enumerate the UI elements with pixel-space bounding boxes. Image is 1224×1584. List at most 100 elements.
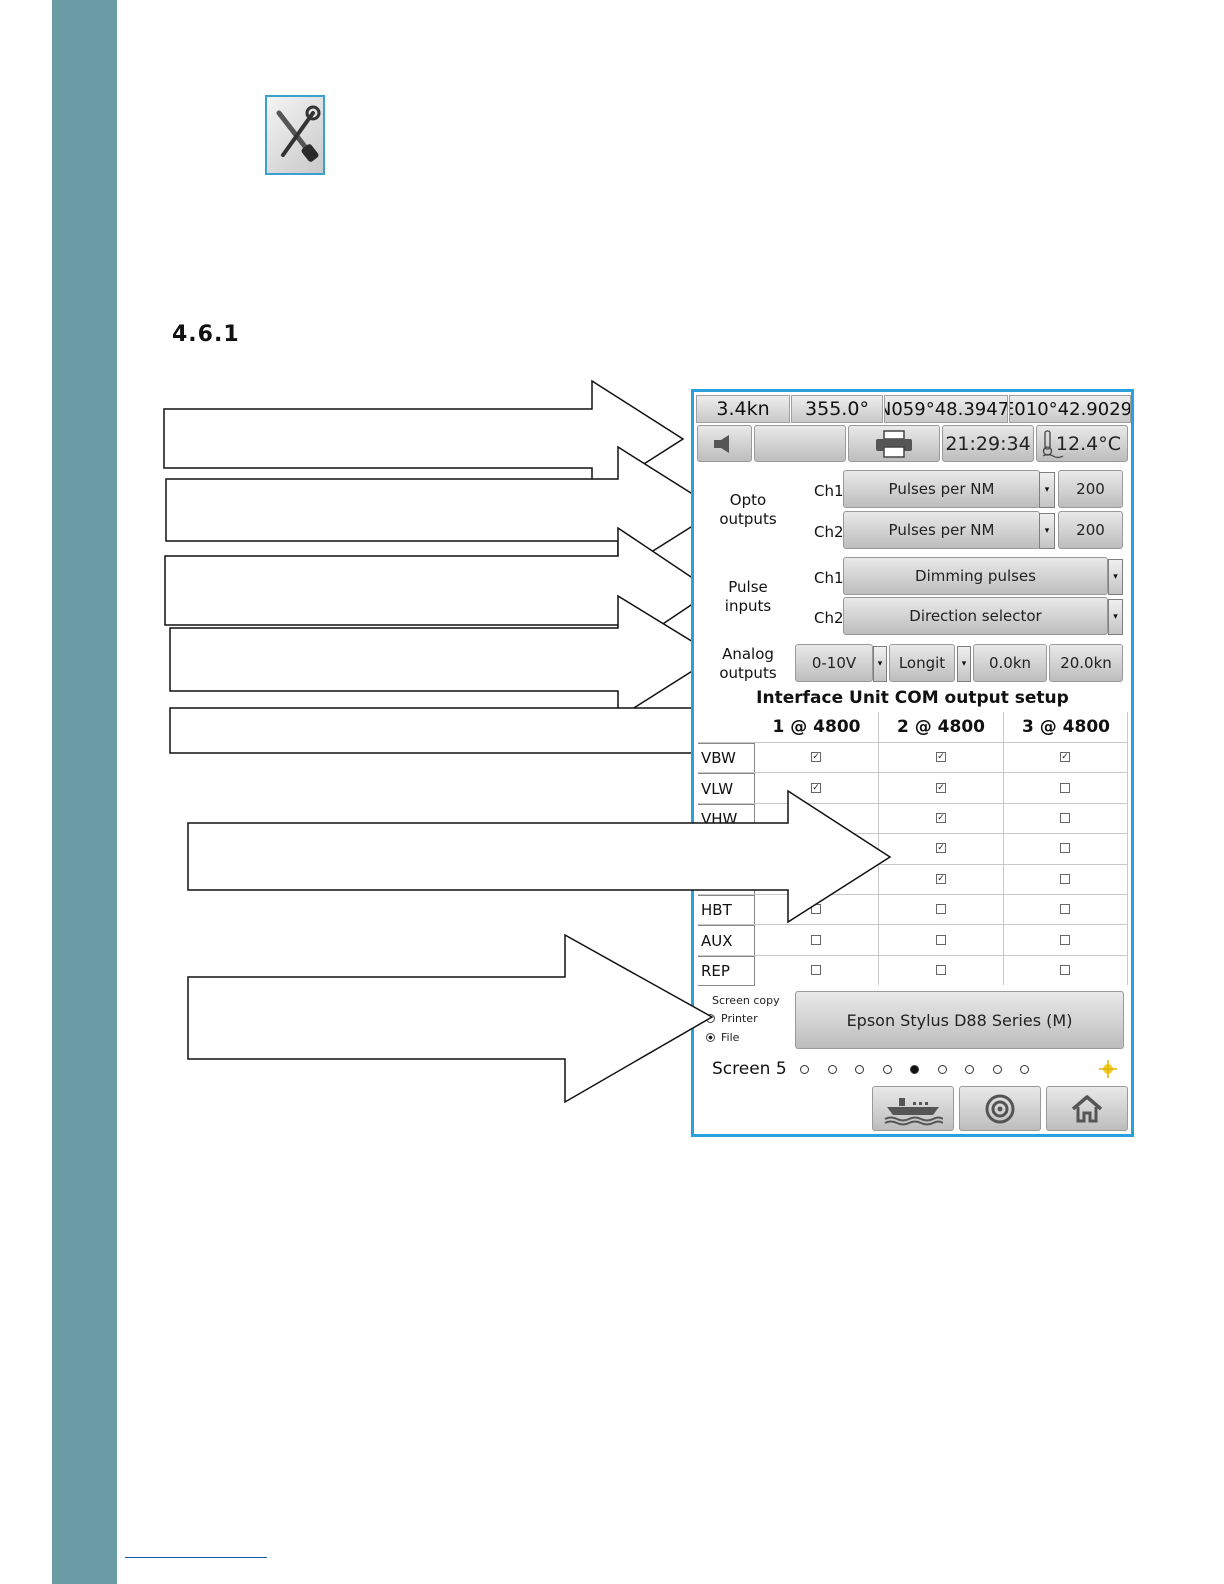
opto-ch2-label: Ch2: [814, 523, 844, 541]
analog-range-dropdown-arrow[interactable]: ▾: [873, 646, 887, 682]
output-checkbox[interactable]: [1060, 843, 1070, 854]
output-checkbox[interactable]: ✓: [936, 812, 946, 823]
clock-display: 21:29:34: [942, 425, 1034, 462]
home-icon: [1071, 1094, 1103, 1122]
output-checkbox[interactable]: [936, 934, 946, 945]
output-checkbox[interactable]: [1060, 873, 1070, 884]
output-checkbox[interactable]: [936, 904, 946, 915]
output-checkbox[interactable]: ✓: [936, 752, 946, 763]
home-button[interactable]: [1046, 1086, 1128, 1131]
opto-outputs-label: Opto outputs: [719, 491, 777, 528]
callout-arrow-pulse: [164, 526, 714, 656]
output-checkbox[interactable]: [1060, 812, 1070, 823]
screen-copy-label: Screen copy: [712, 994, 780, 1007]
temperature-value: 12.4°C: [1055, 432, 1121, 455]
analog-max-value[interactable]: 20.0kn: [1049, 644, 1123, 682]
callout-arrow-screencopy: [187, 933, 714, 1104]
pager-dot[interactable]: [855, 1065, 864, 1074]
latitude-readout: N059°48.3947': [884, 395, 1008, 423]
opto-ch2-dropdown-arrow[interactable]: ▾: [1039, 513, 1055, 549]
sentence-label: REP: [698, 955, 755, 987]
pager-dot[interactable]: [800, 1065, 809, 1074]
analog-range-select[interactable]: 0-10V: [795, 644, 873, 682]
output-checkbox[interactable]: ✓: [936, 782, 946, 793]
settings-cycle-icon: [985, 1094, 1015, 1123]
output-checkbox[interactable]: ✓: [811, 752, 821, 763]
com-column-3-header: 3 @ 4800: [1022, 716, 1110, 737]
footer-rule: [125, 1557, 267, 1558]
opto-ch1-dropdown-arrow[interactable]: ▾: [1039, 472, 1055, 508]
output-checkbox[interactable]: [1060, 934, 1070, 945]
table-row: REP: [698, 954, 1128, 987]
device-screen: 3.4kn 355.0° N059°48.3947' E010°42.9029'…: [691, 389, 1134, 1137]
settings-cycle-button[interactable]: [959, 1086, 1041, 1131]
opto-ch1-label: Ch1: [814, 482, 844, 500]
output-checkbox[interactable]: [1060, 964, 1070, 975]
gps-fix-icon: [1099, 1060, 1117, 1078]
output-checkbox[interactable]: [811, 934, 821, 945]
output-checkbox[interactable]: [936, 964, 946, 975]
page-sidebar-band: [52, 0, 117, 1584]
pager-dot[interactable]: [992, 1065, 1002, 1074]
callout-arrow-nmea: [187, 789, 892, 924]
printer-icon: [876, 429, 912, 458]
output-checkbox[interactable]: ✓: [936, 873, 946, 884]
screen-pager-dots: [800, 1065, 1040, 1077]
heading-readout: 355.0°: [791, 395, 883, 423]
pager-dot[interactable]: [937, 1065, 947, 1074]
printer-option-label: Printer: [721, 1012, 758, 1025]
callout-arrow-analog: [169, 594, 718, 720]
vessel-button[interactable]: [872, 1086, 954, 1131]
blank-button[interactable]: [754, 425, 846, 462]
table-row: HBT: [698, 894, 1128, 926]
file-radio[interactable]: [706, 1033, 715, 1042]
mute-button[interactable]: [697, 425, 752, 462]
table-row: VBW✓✓✓: [698, 742, 1128, 774]
analog-axis-dropdown-arrow[interactable]: ▾: [957, 646, 971, 682]
pager-dot[interactable]: [910, 1065, 919, 1074]
pulse-ch2-label: Ch2: [814, 609, 844, 627]
print-button[interactable]: [848, 425, 940, 462]
opto-ch2-value[interactable]: 200: [1058, 511, 1123, 549]
table-row: VLW✓✓: [698, 772, 1128, 804]
pulse-ch1-dropdown-arrow[interactable]: ▾: [1108, 559, 1123, 595]
pager-dot[interactable]: [827, 1065, 837, 1074]
ship-icon: [884, 1097, 943, 1125]
opto-ch1-mode-select[interactable]: Pulses per NM: [843, 470, 1040, 508]
pulse-ch2-mode-select[interactable]: Direction selector: [843, 597, 1108, 635]
longitude-readout: E010°42.9029': [1009, 395, 1131, 423]
pulse-inputs-label: Pulse inputs: [724, 578, 772, 615]
pulse-ch1-mode-select[interactable]: Dimming pulses: [843, 557, 1108, 595]
output-checkbox[interactable]: [811, 964, 821, 975]
pager-dot[interactable]: [965, 1065, 974, 1074]
section-number: 4.6.1: [172, 322, 240, 347]
water-temperature-icon: [1042, 430, 1064, 459]
pulse-ch1-label: Ch1: [814, 569, 844, 587]
pager-dot[interactable]: [1020, 1065, 1029, 1074]
temperature-display: 12.4°C: [1036, 425, 1128, 462]
output-checkbox[interactable]: ✓: [811, 782, 821, 793]
com-column-1-header: 1 @ 4800: [772, 716, 861, 737]
opto-ch2-mode-select[interactable]: Pulses per NM: [843, 511, 1040, 549]
screen-copy-file-option[interactable]: File: [706, 1031, 739, 1044]
pager-dot[interactable]: [882, 1065, 892, 1074]
output-checkbox[interactable]: [1060, 782, 1070, 793]
com-column-2-header: 2 @ 4800: [897, 716, 985, 737]
analog-axis-select[interactable]: Longit: [889, 644, 955, 682]
output-checkbox[interactable]: ✓: [1060, 752, 1070, 763]
output-checkbox[interactable]: ✓: [936, 843, 946, 854]
file-option-label: File: [721, 1031, 740, 1044]
analog-outputs-label: Analog outputs: [719, 645, 777, 682]
output-checkbox[interactable]: [1060, 904, 1070, 915]
pulse-ch2-dropdown-arrow[interactable]: ▾: [1108, 599, 1123, 635]
speed-readout: 3.4kn: [696, 395, 790, 423]
opto-ch1-value[interactable]: 200: [1058, 470, 1123, 508]
printer-select-button[interactable]: Epson Stylus D88 Series (M): [795, 991, 1124, 1049]
callout-arrow-opto: [165, 445, 720, 575]
analog-min-value[interactable]: 0.0kn: [973, 644, 1047, 682]
tools-icon: [265, 95, 325, 175]
screen-pager-label: Screen 5: [712, 1059, 787, 1079]
com-setup-title: Interface Unit COM output setup: [756, 688, 1069, 708]
